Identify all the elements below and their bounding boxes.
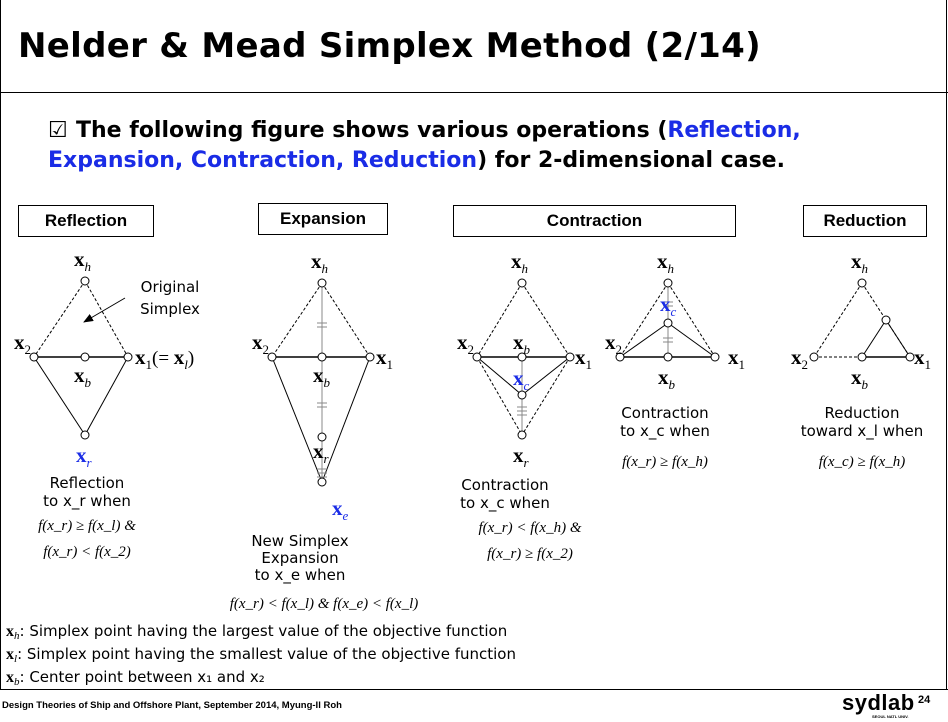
reflection-cond-2: f(x_r) < f(x_2) [43, 544, 131, 560]
contraction1-caption-2: to x_c when [460, 494, 550, 513]
bullet-highlight: Reflection, Expansion, Contraction, Redu… [48, 118, 801, 173]
label-xh-2: xh [311, 249, 328, 276]
label-x1l-1: x1(= xl) [135, 345, 194, 372]
reduction-diagram [813, 282, 911, 358]
note-xb: xb: Center point between x₁ and x₂ [6, 668, 265, 688]
label-x1-5: x1 [914, 345, 931, 372]
label-xr-1: xr [76, 443, 93, 470]
label-xb-2: xb [313, 363, 331, 390]
bullet-text-after: ) for 2-dimensional case. [477, 148, 785, 173]
slide-border-right [946, 0, 947, 690]
reduction-cond: f(x_c) ≥ f(x_h) [819, 454, 906, 470]
section-reflection: Reflection [18, 205, 154, 237]
label-xb-3: xb [513, 330, 531, 357]
contraction1-cond-2: f(x_r) ≥ f(x_2) [487, 546, 573, 562]
slide-border-left [0, 0, 1, 690]
expansion-cond: f(x_r) < f(x_l) & f(x_e) < f(x_l) [230, 596, 419, 612]
reflection-diagram [33, 280, 129, 436]
label-xe-2: xe [332, 496, 349, 523]
contraction1-cond-1: f(x_r) < f(x_h) & [478, 520, 581, 536]
slide-title: Nelder & Mead Simplex Method (2/14) [18, 26, 761, 66]
contraction2-caption-2: to x_c when [620, 422, 710, 441]
note-xl: xl: Simplex point having the smallest va… [6, 645, 516, 665]
reflection-caption-1: Reflection [50, 474, 125, 492]
expansion-caption-2: Expansion [261, 549, 338, 567]
checkbox-icon: ☑ [48, 118, 68, 143]
title-divider [0, 92, 948, 93]
label-x1-3: x1 [575, 345, 592, 372]
label-x2-5: x2 [791, 345, 808, 372]
section-expansion: Expansion [258, 203, 388, 235]
footer-divider [0, 689, 948, 690]
expansion-caption-3: to x_e when [255, 566, 346, 585]
label-xb-5: xb [851, 365, 869, 392]
expansion-caption-1: New Simplex [251, 532, 348, 550]
label-xc-3: xc [513, 366, 530, 393]
label-xh-5: xh [851, 249, 868, 276]
bullet-text-before: The following figure shows various opera… [76, 118, 668, 143]
original-simplex-line2: Simplex [140, 300, 200, 318]
reflection-cond-1: f(x_r) ≥ f(x_l) & [38, 518, 136, 534]
label-x1-4: x1 [728, 345, 745, 372]
label-xb-4: xb [658, 365, 676, 392]
bullet-point: ☑ The following figure shows various oper… [48, 116, 928, 176]
note-xh: xh: Simplex point having the largest val… [6, 622, 508, 642]
label-x2-4: x2 [605, 330, 622, 357]
contraction2-caption-1: Contraction [621, 404, 708, 422]
label-x2-2: x2 [252, 330, 269, 357]
label-xc-4: xc [660, 292, 677, 319]
logo-subtitle: SEOUL NATL UNIV. [872, 714, 909, 719]
reflection-caption-2: to x_r when [43, 492, 131, 511]
label-xh-4: xh [657, 249, 674, 276]
label-x1-2: x1 [376, 345, 393, 372]
footer-citation: Design Theories of Ship and Offshore Pla… [2, 700, 342, 711]
label-xh-3: xh [511, 249, 528, 276]
reduction-caption-1: Reduction [825, 404, 900, 422]
sydlab-logo: sydlab [842, 690, 915, 715]
section-contraction: Contraction [453, 205, 736, 237]
original-simplex-line1: Original [141, 278, 200, 296]
label-xr-2: xr [313, 439, 330, 466]
section-reduction: Reduction [803, 205, 927, 237]
label-xb-1: xb [74, 363, 92, 390]
page-number: 24 [918, 694, 931, 706]
reduction-caption-2: toward x_l when [801, 422, 924, 441]
contraction2-cond: f(x_r) ≥ f(x_h) [622, 454, 708, 470]
label-x2-3: x2 [457, 330, 474, 357]
expansion-diagram [271, 282, 371, 483]
label-xh-1: xh [74, 247, 91, 274]
label-x2-1: x2 [14, 330, 31, 357]
contraction1-caption-1: Contraction [461, 476, 548, 494]
label-xr-3: xr [513, 443, 530, 470]
